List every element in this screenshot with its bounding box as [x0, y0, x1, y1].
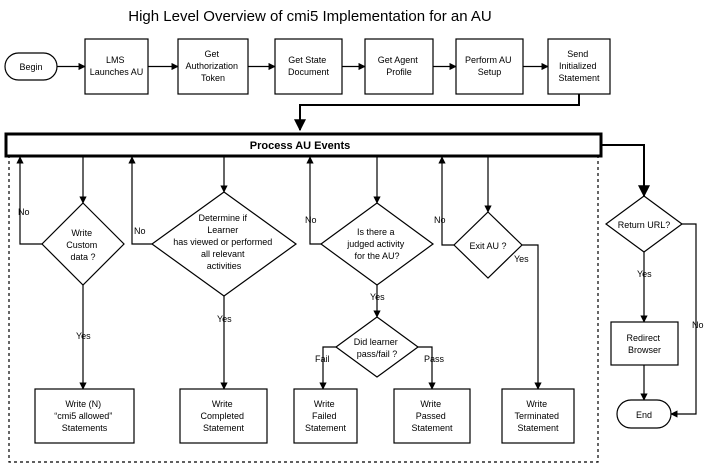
- exit-au-label: Exit AU ?: [469, 241, 506, 251]
- fail-label: Fail: [315, 354, 330, 364]
- get-state-document-label: Get State Document: [288, 55, 330, 77]
- yes-label-viewed: Yes: [217, 314, 232, 324]
- pass-fail-label: Did learner pass/fail ?: [354, 337, 401, 359]
- diagram-title: High Level Overview of cmi5 Implementati…: [128, 8, 492, 25]
- no-label-viewed: No: [134, 226, 146, 236]
- end-label: End: [636, 410, 652, 420]
- write-passed-label: Write Passed Statement: [411, 399, 453, 433]
- exit-au-decision: [453, 211, 523, 279]
- yes-label-return: Yes: [637, 269, 652, 279]
- write-terminated-label: Write Terminated Statement: [514, 399, 561, 433]
- top-flow-arrows: [57, 62, 580, 132]
- redirect-browser-box: [610, 321, 679, 366]
- no-label-judged: No: [305, 215, 317, 225]
- pass-label: Pass: [424, 354, 445, 364]
- yes-label-judged: Yes: [370, 292, 385, 302]
- no-label-exit: No: [434, 215, 446, 225]
- get-agent-profile-label: Get Agent Profile: [378, 55, 421, 77]
- event-flow-arrows: [16, 144, 697, 418]
- send-initialized-statement-box: [547, 38, 611, 95]
- write-cmi5-allowed-label: Write (N) “cmi5 allowed” Statements: [54, 399, 115, 433]
- yes-label-custom: Yes: [76, 331, 91, 341]
- yes-label-exit: Yes: [514, 254, 529, 264]
- write-custom-data-label: Write Custom data ?: [66, 228, 100, 262]
- write-terminated-box: [501, 388, 575, 444]
- write-passed-box: [393, 388, 471, 444]
- no-label-return: No: [692, 320, 704, 330]
- send-initialized-statement-label: Send Initialized Statement: [558, 49, 600, 83]
- determine-viewed-label: Determine if Learner has viewed or perfo…: [173, 213, 275, 271]
- get-authorization-token-label: Get Authorization Token: [185, 49, 240, 83]
- write-completed-label: Write Completed Statement: [200, 399, 246, 433]
- redirect-browser-label: Redirect Browser: [626, 333, 662, 355]
- write-failed-box: [293, 388, 358, 444]
- lms-launches-au-box: [84, 38, 149, 95]
- begin-label: Begin: [19, 62, 42, 72]
- judged-activity-label: Is there a judged activity for the AU?: [346, 227, 407, 261]
- process-au-events-label: Process AU Events: [250, 140, 350, 152]
- perform-au-setup-label: Perform AU Setup: [465, 55, 514, 77]
- no-label-custom: No: [18, 207, 30, 217]
- return-url-label: Return URL?: [618, 220, 671, 230]
- perform-au-setup-box: [455, 38, 524, 95]
- write-cmi5-allowed-box: [34, 388, 135, 444]
- write-failed-label: Write Failed Statement: [305, 399, 347, 433]
- lms-launches-au-label: LMS Launches AU: [90, 55, 144, 77]
- pass-fail-decision: [334, 316, 420, 378]
